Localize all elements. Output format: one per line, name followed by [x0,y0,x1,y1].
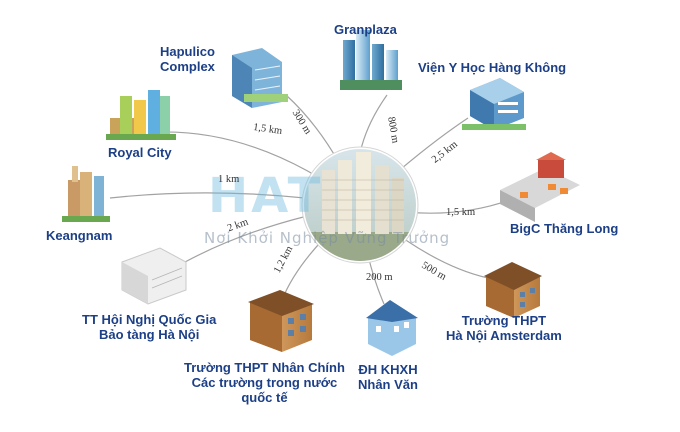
khxh-building-icon [366,300,418,356]
label-granplaza: Granplaza [334,22,397,37]
granplaza-building-icon [340,30,402,90]
label-keangnam: Keangnam [46,228,113,243]
royal-city-building-icon [106,90,176,140]
label-royal-city: Royal City [108,145,172,160]
watermark-logo-text: HAT [208,168,324,224]
hoi-nghi-building-icon [121,247,187,305]
distance-bigc: 1,5 km [446,207,476,218]
label-vien-y-hoc: Viện Y Học Hàng Không [418,60,567,75]
keangnam-building-icon [62,166,110,222]
distance-khxh: 200 m [366,272,393,283]
vien-y-hoc-building-icon [462,78,526,130]
hapulico-building-icon [232,48,288,108]
watermark-tagline: Nơi Khởi Nghiệp Vững Trưởng [204,229,451,247]
amsterdam-school-icon [484,262,542,318]
center-project-image [301,146,419,264]
distance-keangnam: 1 km [218,174,240,185]
label-bigc: BigC Thăng Long [510,221,619,236]
bigc-building-icon [500,152,580,222]
nhan-chinh-school-icon [248,290,314,352]
